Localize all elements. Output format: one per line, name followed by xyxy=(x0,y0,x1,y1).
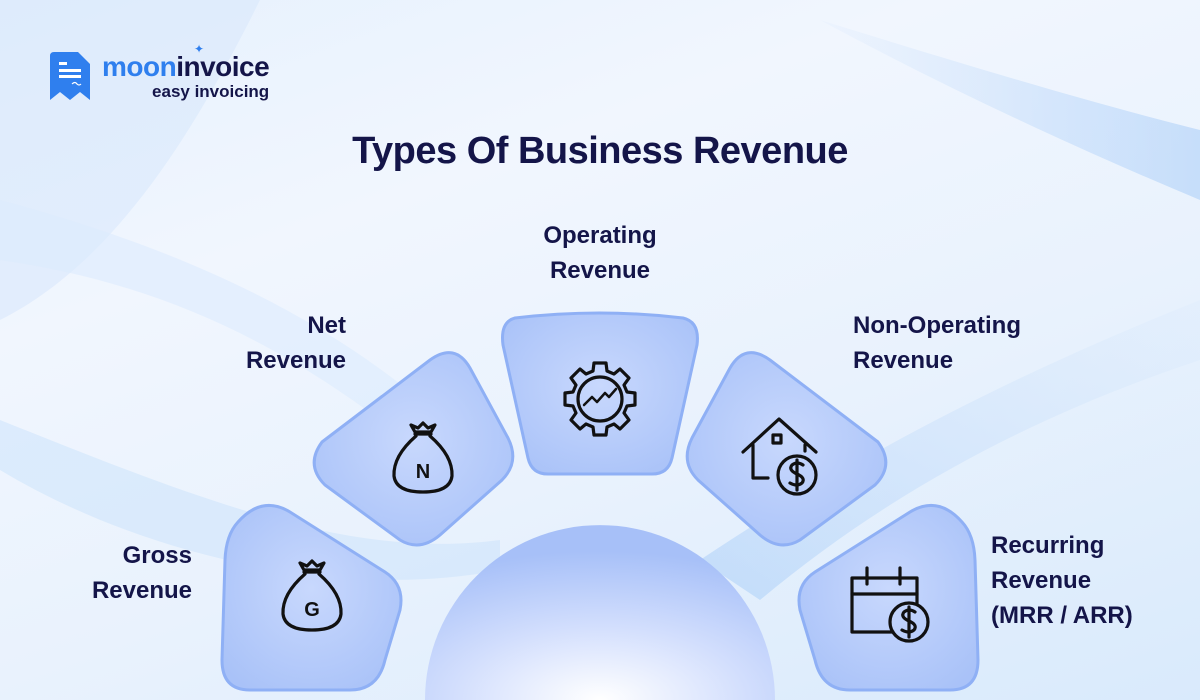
gear-chart-icon xyxy=(563,361,637,437)
money-bag-g-icon: G xyxy=(281,559,343,632)
label-line: Net xyxy=(307,312,346,339)
label-gross-revenue: Gross Revenue xyxy=(60,538,192,608)
center-dome xyxy=(425,525,775,700)
brand-logo: ✦ mooninvoice easy invoicing xyxy=(50,43,270,101)
tile-non-operating-revenue xyxy=(685,351,888,547)
label-non-operating-revenue: Non-Operating Revenue xyxy=(853,308,1073,378)
label-line: Revenue xyxy=(91,577,192,604)
label-line: Gross xyxy=(122,542,192,569)
brand-name-part1: moon xyxy=(102,50,177,82)
house-dollar-icon xyxy=(741,417,818,496)
svg-text:G: G xyxy=(304,599,320,621)
label-line: Revenue xyxy=(991,567,1092,594)
label-line: Recurring xyxy=(991,532,1105,559)
label-line: Non-Operating xyxy=(853,312,1021,339)
brand-name-part2: invoice xyxy=(176,50,270,82)
label-operating-revenue: Operating Revenue xyxy=(500,218,700,288)
label-line: Revenue xyxy=(245,347,346,374)
money-bag-n-icon: N xyxy=(392,421,454,494)
label-net-revenue: Net Revenue xyxy=(200,308,346,378)
tile-recurring-revenue xyxy=(797,503,980,692)
label-line: (MRR / ARR) xyxy=(991,602,1133,629)
label-line: Operating xyxy=(543,222,657,249)
label-recurring-revenue: Recurring Revenue (MRR / ARR) xyxy=(991,528,1191,633)
svg-text:N: N xyxy=(416,461,430,483)
sparkle-icon: ✦ xyxy=(194,41,204,56)
page-title: Types Of Business Revenue xyxy=(352,130,848,172)
brand-name: ✦ mooninvoice xyxy=(102,43,270,82)
tile-operating-revenue xyxy=(501,311,699,476)
tile-net-revenue xyxy=(312,351,515,547)
calendar-dollar-icon xyxy=(850,566,930,643)
invoice-logo-icon xyxy=(50,52,90,100)
tile-gross-revenue xyxy=(220,503,403,692)
brand-tagline: easy invoicing xyxy=(152,81,270,101)
label-line: Revenue xyxy=(549,257,651,284)
label-line: Revenue xyxy=(853,347,954,374)
